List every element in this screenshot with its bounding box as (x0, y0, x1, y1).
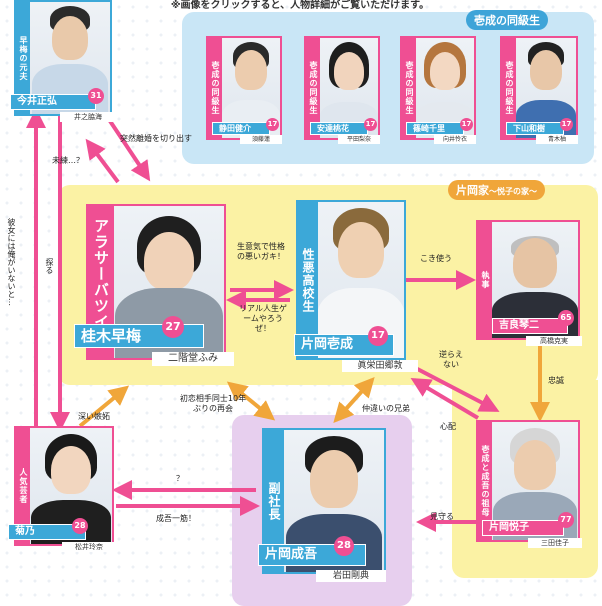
card-ando[interactable]: 壱成の同級生 安達桃花 17 平田梨奈 (304, 36, 380, 144)
label-etsuko-seigo: 見守る (430, 512, 454, 521)
actor-kiku: 松井玲奈 (62, 542, 116, 552)
tag-shizuta: 壱成の同級生 (208, 38, 222, 138)
actor-issei: 眞栄田郷敦 (342, 360, 418, 372)
tag-imai: 早梅の元夫 (16, 2, 30, 114)
card-kotoji[interactable]: 執事 吉良琴二 65 高橋克実 (476, 220, 582, 346)
arrow-sae-seigo (226, 381, 276, 421)
label-kiku-left: 彼女には俺がいないと… (7, 218, 16, 306)
label-issei-kotoji: こき使う (420, 254, 452, 263)
top-note: ※画像をクリックすると、人物詳細がご覧いただけます。 (170, 0, 430, 10)
tag-etsuko: 壱成と成吾の祖母 (478, 422, 492, 540)
tag-seigo: 副社長 (264, 430, 284, 572)
label-seigo-kiku: ？ (176, 474, 184, 483)
label-sae-imai: 未練…？ (52, 156, 84, 165)
age-kotoji: 65 (558, 310, 574, 326)
actor-imai: 井之脇海 (60, 112, 116, 122)
name-etsuko: 片岡悦子 (482, 520, 564, 536)
label-issei-sae: リアル人生ゲームやろうぜ！ (239, 304, 287, 333)
actor-shimoyama: 青木柚 (536, 135, 578, 144)
label-kiku-seigo: 成吾一筋！ (156, 514, 196, 523)
card-seigo[interactable]: 副社長 片岡成吾 28 岩田剛典 (258, 428, 386, 582)
kataoka-title-main: 片岡家 (456, 184, 489, 197)
arrow-kiku-sae (78, 385, 130, 428)
name-kiku: 菊乃 (8, 524, 86, 540)
name-kotoji: 吉良琴二 (492, 318, 568, 334)
age-imai: 31 (88, 88, 104, 104)
name-shizuta: 静田健介 (212, 122, 270, 135)
card-shizuta[interactable]: 壱成の同級生 静田健介 17 須藤蓮 (206, 36, 282, 144)
card-shimoyama[interactable]: 壱成の同級生 下山和樹 17 青木柚 (500, 36, 578, 144)
actor-sae: 二階堂ふみ (152, 352, 234, 366)
label-sae-seigo: 初恋相手同士10年ぶりの再会 (179, 394, 247, 413)
name-shimoyama: 下山和樹 (506, 122, 564, 135)
card-sae[interactable]: アラサーバツイチ 桂木早梅 27 二階堂ふみ (74, 204, 234, 366)
card-ishizaki[interactable]: 壱成の同級生 篠崎千里 17 向井怜衣 (400, 36, 476, 144)
photo-issei (318, 202, 404, 358)
name-ishizaki: 篠崎千里 (406, 122, 464, 135)
age-seigo: 28 (334, 536, 354, 556)
age-shizuta: 17 (266, 118, 279, 131)
name-ando: 安達桃花 (310, 122, 368, 135)
tag-ishizaki: 壱成の同級生 (402, 38, 416, 138)
kataoka-title: 片岡家〜悦子の家〜 (448, 180, 545, 200)
label-kiku-sae: 深い嫉妬 (78, 412, 110, 421)
arrow-sae-imai (85, 138, 120, 184)
actor-ando: 平田梨奈 (338, 135, 380, 144)
card-imai[interactable]: 早梅の元夫 今井正弘 31 井之脇海 (10, 0, 116, 122)
label-kotoji-etsuko: 忠誠 (548, 376, 564, 385)
actor-shizuta: 須藤蓮 (240, 135, 282, 144)
name-imai: 今井正弘 (10, 94, 96, 110)
actor-etsuko: 三田佳子 (528, 538, 582, 548)
kataoka-title-sub: 〜悦子の家〜 (489, 187, 537, 196)
label-kiku-imai: 探る (45, 258, 54, 274)
name-sae: 桂木早梅 (74, 324, 204, 348)
card-issei[interactable]: 性悪高校生 片岡壱成 17 眞栄田郷敦 (294, 200, 418, 372)
card-kiku[interactable]: 人気芸者 菊乃 28 松井玲奈 (8, 426, 116, 552)
arrow-imai-sae (106, 116, 151, 182)
label-sae-issei: 生意気で性格の悪いガキ！ (237, 242, 285, 261)
age-sae: 27 (162, 316, 184, 338)
tag-kiku: 人気芸者 (16, 428, 30, 544)
actor-kotoji: 高橋克実 (526, 336, 582, 346)
actor-seigo: 岩田剛典 (316, 570, 386, 582)
arrow-issei-etsuko (403, 360, 500, 412)
tag-kotoji: 執事 (478, 222, 492, 338)
label-issei-etsuko: 逆らえない (439, 350, 463, 369)
tag-issei: 性悪高校生 (298, 202, 318, 358)
age-shimoyama: 17 (560, 118, 573, 131)
label-issei-seigo: 仲違いの兄弟 (362, 404, 410, 413)
tag-shimoyama: 壱成の同級生 (502, 38, 516, 138)
classmates-title: 壱成の同級生 (466, 10, 548, 30)
age-etsuko: 77 (558, 512, 574, 528)
tag-ando: 壱成の同級生 (306, 38, 320, 138)
age-ishizaki: 17 (460, 118, 473, 131)
arrow-etsuko-issei (410, 377, 480, 420)
actor-ishizaki: 向井怜衣 (434, 135, 476, 144)
arrow-issei-seigo (333, 377, 375, 423)
age-ando: 17 (364, 118, 377, 131)
label-etsuko-issei: 心配 (440, 422, 456, 431)
photo-ando (320, 38, 378, 138)
card-etsuko[interactable]: 壱成と成吾の祖母 片岡悦子 77 三田佳子 (476, 420, 582, 548)
label-imai-sae: 突然離婚を切り出す (120, 134, 192, 143)
age-kiku: 28 (72, 518, 88, 534)
age-issei: 17 (368, 326, 388, 346)
